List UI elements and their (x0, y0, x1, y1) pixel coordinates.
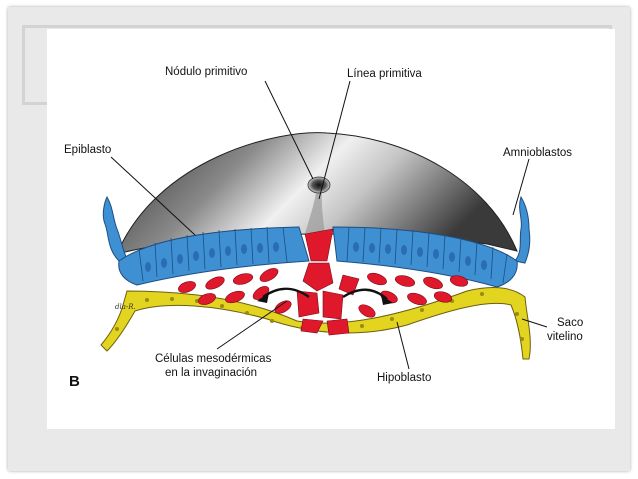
label-vitelino: vitelino (547, 331, 583, 343)
label-celulas-mesodermicas: Células mesodérmicas (155, 353, 272, 365)
label-hipoblasto: Hipoblasto (377, 372, 431, 384)
label-nodulo-primitivo: Nódulo primitivo (165, 66, 247, 78)
artist-signature: dla-R. (115, 303, 136, 311)
label-saco: Saco (557, 317, 583, 329)
embryo-figure-panel: Nódulo primitivo Línea primitiva Epiblas… (47, 29, 615, 429)
label-en-la-invaginacion: en la invaginación (165, 367, 257, 379)
label-epiblasto: Epiblasto (64, 144, 111, 156)
panel-letter: B (69, 373, 80, 390)
leader-hipoblasto (397, 322, 409, 369)
label-amnioblastos: Amnioblastos (503, 147, 572, 159)
amnioblast-flap-right (515, 197, 530, 263)
amnioblast-flap-left (103, 197, 127, 261)
primitive-node (308, 177, 330, 193)
embryo-diagram: Nódulo primitivo Línea primitiva Epiblas… (47, 29, 615, 429)
label-linea-primitiva: Línea primitiva (347, 68, 422, 80)
